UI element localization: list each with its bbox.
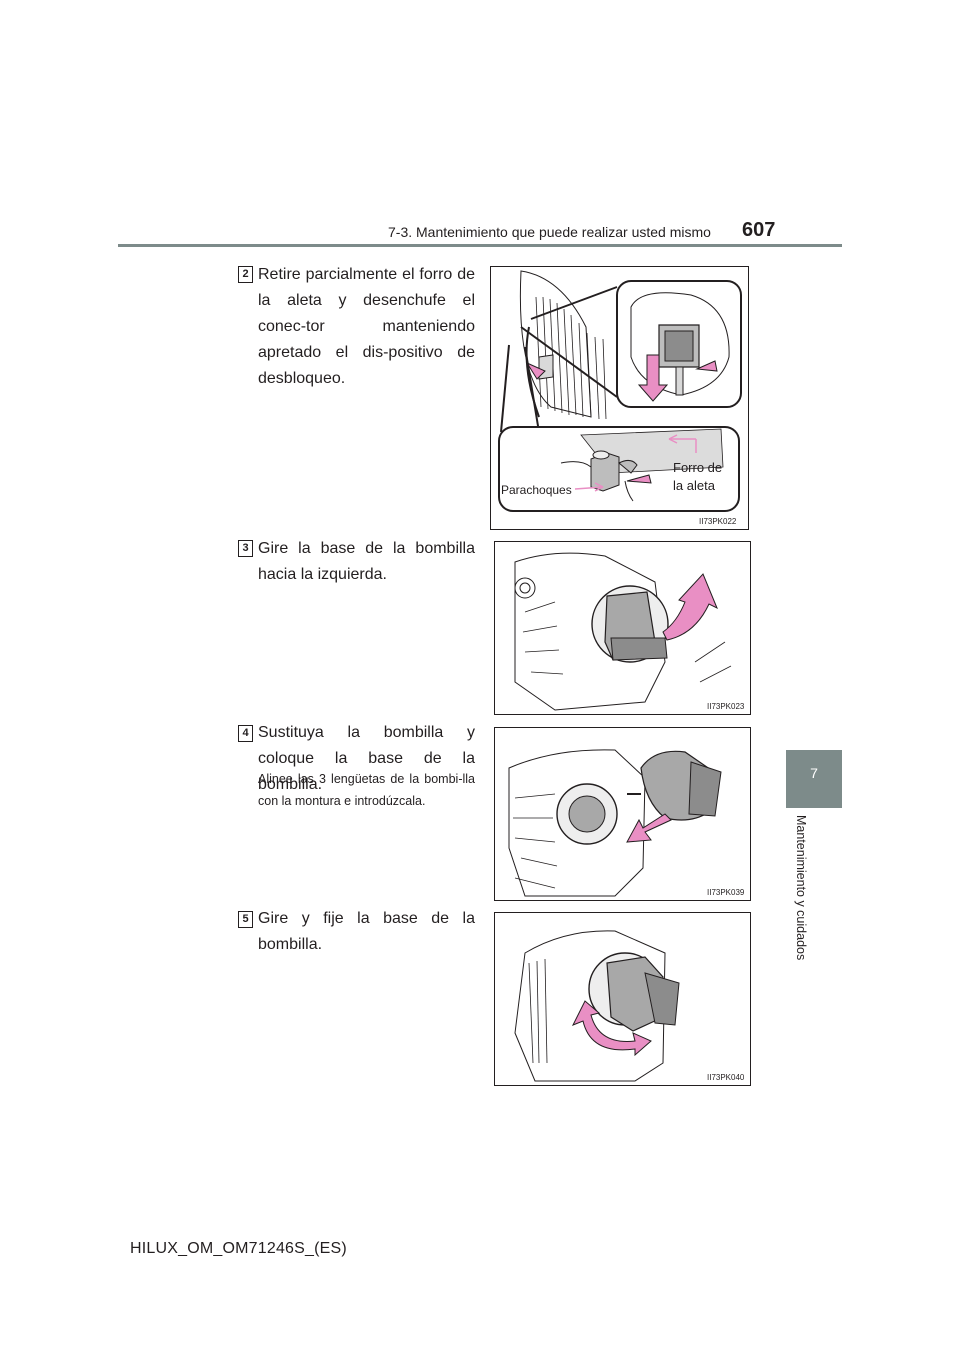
bulb-insert-illustration [508,749,722,897]
figure-step-4: II73PK039 [494,727,751,901]
chapter-tab: 7 [786,750,842,808]
chapter-number: 7 [810,765,818,781]
step-badge-5: 5 [238,911,253,928]
step-4-note: Alinee las 3 lengüetas de la bombi-lla c… [258,772,475,808]
callout-bumper: Parachoques [501,483,572,497]
connector-illustration [498,270,742,512]
bulb-base-turn-lock-illustration [514,930,680,1082]
page-number: 607 [742,219,776,241]
step-4-text: Sustituya la bombilla y coloque la base … [258,724,475,793]
step-5-text: Gire y fije la base de la bombilla. [258,910,475,953]
chapter-title: Mantenimiento y cuidados [794,815,808,961]
document-code: HILUX_OM_OM71246S_(ES) [130,1240,347,1257]
figure-step-3: II73PK023 [494,541,751,715]
callout-fender-liner: Forro de la aleta [673,460,723,493]
header-divider [118,244,842,247]
step-badge-4: 4 [238,725,253,742]
step-badge-2: 2 [238,266,253,283]
bulb-base-turn-left-illustration [514,552,732,711]
figure-step-5: II73PK040 [494,912,751,1086]
figure-code: II73PK039 [707,888,745,897]
section-title: 7-3. Mantenimiento que puede realizar us… [388,224,711,240]
figure-code: II73PK022 [699,517,737,526]
step-3-text: Gire la base de la bombilla hacia la izq… [258,540,475,583]
figure-code: II73PK040 [707,1073,745,1082]
step-2-text: Retire parcialmente el forro de la aleta… [258,266,475,387]
figure-step-2: Forro de la aleta Parachoques II73PK022 [490,266,749,530]
step-badge-3: 3 [238,540,253,557]
figure-code: II73PK023 [707,702,745,711]
